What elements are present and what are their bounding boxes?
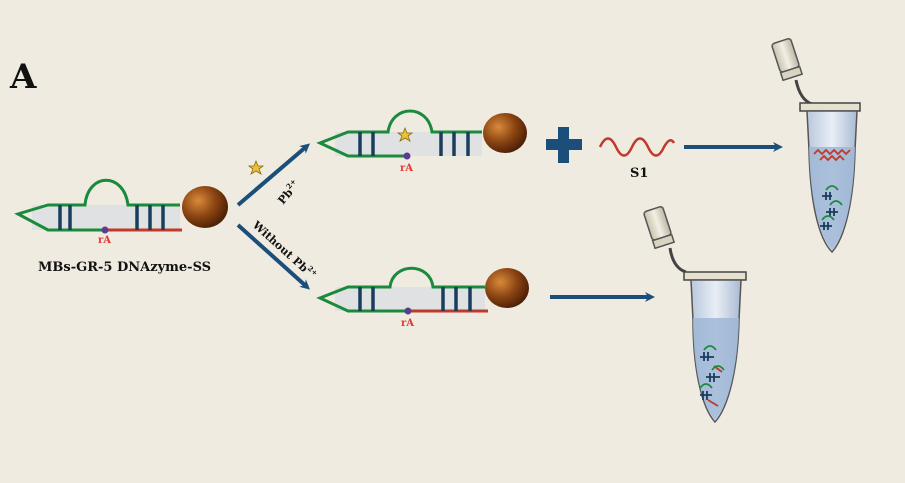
tube-upper-rim bbox=[799, 102, 861, 112]
tube-upper-probes bbox=[820, 185, 843, 230]
s1-strand bbox=[598, 137, 676, 157]
tube-upper-s1-strands bbox=[813, 148, 851, 162]
probe-left-site-dot bbox=[101, 226, 109, 234]
probe-lower-site-label: rA bbox=[401, 318, 414, 329]
probe-complex-left bbox=[14, 178, 228, 234]
probe-complex-lower bbox=[316, 266, 529, 315]
tube-lower bbox=[643, 206, 747, 424]
plus-icon bbox=[546, 127, 582, 163]
probe-upper-site-label: rA bbox=[400, 163, 413, 174]
tube-upper bbox=[771, 38, 861, 254]
tube-lower-hinge bbox=[668, 247, 687, 274]
tube-upper-liquid bbox=[809, 147, 855, 250]
probe-lower-site-dot bbox=[404, 307, 412, 315]
probe-left-substrate bbox=[14, 178, 180, 232]
without-pb-label: Without Pb2+ bbox=[249, 216, 320, 282]
s1-label: S1 bbox=[630, 166, 648, 181]
arrow-with-pb bbox=[236, 143, 311, 207]
probe-lower-bead bbox=[485, 268, 529, 308]
probe-lower-shade bbox=[335, 287, 485, 311]
tube-upper-cap bbox=[771, 38, 804, 82]
star-ion-bound bbox=[396, 126, 414, 142]
probe-left-shade bbox=[32, 205, 180, 230]
probe-left-bead bbox=[182, 186, 228, 228]
probe-lower-substrate bbox=[316, 266, 485, 313]
probe-upper-site-dot bbox=[403, 152, 411, 160]
tube-upper-hinge bbox=[794, 79, 813, 106]
tube-lower-cap bbox=[643, 206, 676, 250]
tube-lower-rim bbox=[683, 271, 747, 281]
star-ion-small bbox=[247, 159, 265, 175]
probe-complex-upper bbox=[316, 109, 527, 160]
probe-lower-rungs bbox=[358, 287, 472, 311]
probe-upper-rungs bbox=[358, 132, 470, 156]
pb-label-upper: Pb2+ bbox=[274, 177, 303, 207]
svg-text:Pb2+: Pb2+ bbox=[274, 177, 303, 207]
probe-left-site-label: rA bbox=[98, 235, 111, 246]
probe-left-rungs bbox=[58, 205, 165, 230]
probe-name-label: MBs-GR-5 DNAzyme-SS bbox=[38, 260, 211, 275]
panel-label: A bbox=[9, 57, 37, 97]
tube-lower-probes bbox=[699, 345, 725, 407]
probe-upper-substrate bbox=[316, 109, 482, 158]
svg-text:Without Pb2+: Without Pb2+ bbox=[249, 216, 320, 282]
arrow-without-pb bbox=[236, 223, 310, 290]
probe-upper-bead bbox=[483, 113, 527, 153]
